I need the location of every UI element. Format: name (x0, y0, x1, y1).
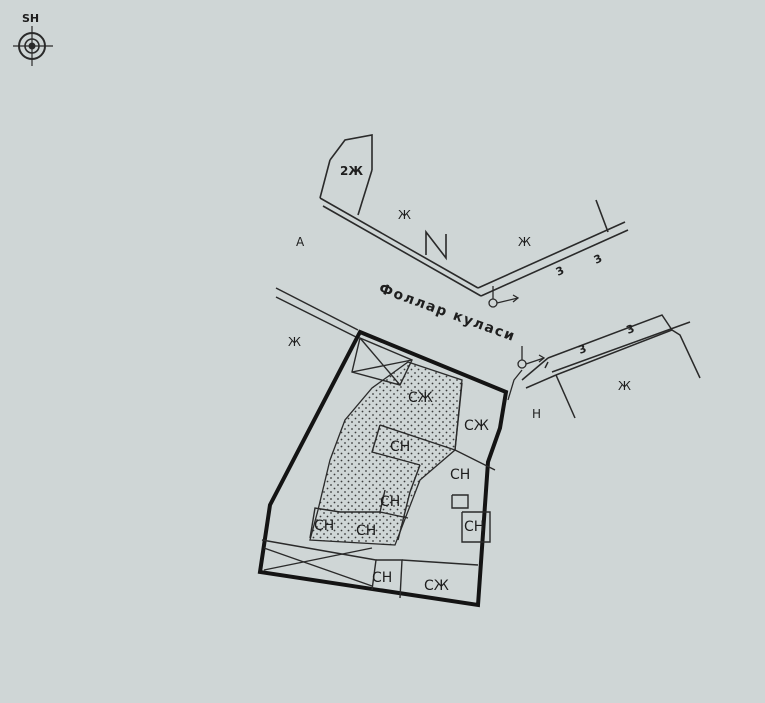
north-arrow-icon (13, 26, 53, 66)
north-neighbour-boundary (319, 134, 629, 297)
mark-2zh: 2Ж (340, 164, 363, 178)
main-plot-boundary (257, 329, 509, 608)
building-label-sn-1: СН (390, 439, 410, 455)
building-label-sn-2: СН (450, 467, 470, 483)
building-label-sn-4: СН (464, 519, 484, 535)
building-label-sj-3: СЖ (424, 578, 449, 594)
utility-marker-symbol (507, 346, 546, 401)
mark-n: Н (532, 407, 541, 421)
mark-a: А (296, 235, 305, 249)
building-label-sn-5: СН (314, 518, 334, 534)
mark-3-4: 3 (625, 322, 637, 337)
utility-pole-symbol (488, 286, 520, 308)
street-edges (275, 287, 359, 339)
mark-3-3: 3 (577, 342, 589, 357)
building-label-sj-2: СЖ (464, 418, 489, 434)
compass-label: SH (22, 12, 39, 25)
building-label-sn-6: СН (356, 523, 376, 539)
mark-zh-2: Ж (518, 235, 531, 249)
building-label-sj-1: СЖ (408, 390, 433, 406)
building-label-sn-7: СН (372, 570, 392, 586)
interior-block-lines (261, 337, 496, 599)
building-label-sn-3: СН (380, 494, 400, 510)
mark-zh-4: Ж (618, 379, 631, 393)
mark-zh-3: Ж (288, 335, 301, 349)
mark-zh-1: Ж (398, 208, 411, 222)
east-neighbour-boundary (521, 314, 701, 419)
